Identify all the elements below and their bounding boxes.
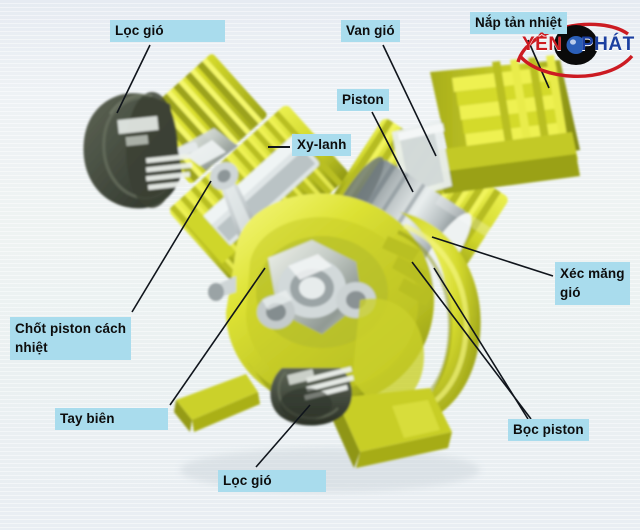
leader-dash-xy-lanh bbox=[268, 146, 290, 148]
label-chot-piston-cach-nhiet: Chốt piston cách nhiệt bbox=[10, 317, 132, 360]
leader-nap-tan-nhiet bbox=[527, 39, 550, 89]
logo-eye-glint bbox=[570, 39, 576, 45]
label-boc-piston: Bọc piston bbox=[508, 419, 589, 441]
air-filter-left bbox=[83, 92, 193, 209]
intake-pipe bbox=[208, 276, 236, 301]
logo-arc-bottom bbox=[518, 54, 634, 78]
leader-piston bbox=[371, 111, 414, 193]
leader-chot-piston bbox=[131, 180, 212, 313]
label-xec-mang-gio: Xéc măng gió bbox=[555, 262, 630, 305]
label-nap-tan-nhiet: Nắp tản nhiệt bbox=[470, 12, 567, 34]
air-filter-bottom bbox=[270, 366, 355, 426]
label-tay-bien: Tay biên bbox=[55, 408, 168, 430]
leader-lines bbox=[116, 39, 554, 468]
logo-text-phat: PHÁT bbox=[581, 34, 635, 55]
logo-text-yen: YÊN bbox=[522, 34, 563, 55]
crankshaft-assembly bbox=[256, 236, 388, 348]
leader-tay-bien bbox=[169, 267, 266, 406]
leader-loc-gio-bottom bbox=[255, 404, 311, 468]
leader-boc-piston-b bbox=[411, 261, 532, 420]
label-van-gio: Van gió bbox=[341, 20, 400, 42]
label-xy-lanh: Xy-lanh bbox=[292, 134, 352, 156]
logo-wordmark-wrap: YÊN PHÁT bbox=[505, 8, 635, 78]
label-piston: Piston bbox=[337, 89, 389, 111]
leader-xec-mang-gio bbox=[431, 236, 554, 277]
leader-van-gio bbox=[382, 44, 437, 157]
head-fins-right bbox=[430, 55, 580, 194]
label-loc-gio-top: Lọc gió bbox=[110, 20, 225, 42]
leader-loc-gio-top bbox=[116, 44, 151, 114]
label-loc-gio-bottom: Lọc gió bbox=[218, 470, 326, 492]
